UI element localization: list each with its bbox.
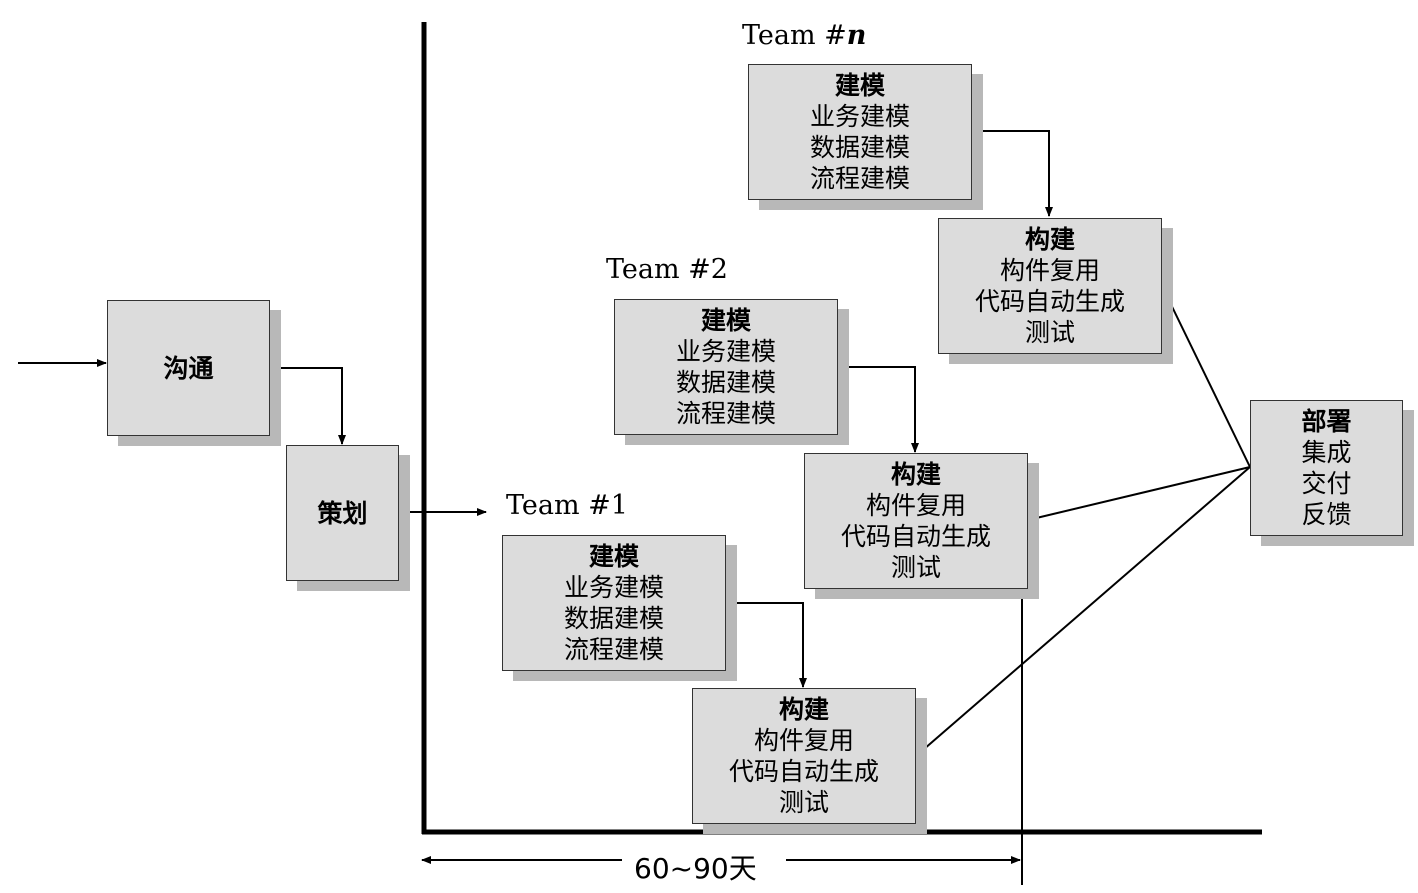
model-line: 流程建模 [809,164,910,193]
model-line: 流程建模 [675,399,776,428]
model-line: 流程建模 [563,635,664,664]
team1-build-box: 构建 构件复用 代码自动生成 测试 [692,688,916,824]
build-line: 代码自动生成 [728,757,879,786]
model-line: 业务建模 [675,337,776,366]
build-line: 构件复用 [753,726,854,755]
teamn-label: Team #n [742,20,866,51]
teamn-build-box: 构建 构件复用 代码自动生成 测试 [938,218,1162,354]
team2-to-deploy-line [1027,466,1251,521]
teamn-model-box: 建模 业务建模 数据建模 流程建模 [748,64,972,200]
model-line: 业务建模 [809,102,910,131]
team2-model-to-build-arrow [838,366,919,453]
communication-label: 沟通 [163,353,214,383]
team1-label: Team #1 [506,490,628,521]
planning-box: 策划 [286,445,399,581]
build-line: 代码自动生成 [974,287,1125,316]
teamn-label-suffix: n [846,20,867,51]
team1-model-box: 建模 业务建模 数据建模 流程建模 [502,535,726,671]
team2-model-box: 建模 业务建模 数据建模 流程建模 [614,299,838,435]
deploy-title: 部署 [1301,407,1352,436]
team1-model-to-build-arrow [726,602,807,688]
build-title: 构建 [1024,225,1075,254]
model-line: 数据建模 [675,368,776,397]
build-line: 代码自动生成 [840,522,991,551]
teamn-model-to-build-arrow [972,130,1053,217]
planning-label: 策划 [317,498,368,528]
build-line: 构件复用 [999,256,1100,285]
model-title: 建模 [700,306,751,335]
communication-box: 沟通 [107,300,270,436]
build-title: 构建 [778,695,829,724]
team1-to-deploy-line [915,466,1251,757]
build-line: 测试 [778,788,829,817]
duration-label: 60~90天 [630,847,761,887]
team2-label: Team #2 [606,254,728,285]
build-line: 构件复用 [865,491,966,520]
deploy-line: 反馈 [1301,500,1352,529]
model-line: 数据建模 [563,604,664,633]
communication-to-planning-arrow [270,367,346,445]
model-line: 数据建模 [809,133,910,162]
deploy-box: 部署 集成 交付 反馈 [1250,400,1403,536]
model-title: 建模 [834,71,885,100]
teamn-label-prefix: Team # [742,20,847,51]
deploy-line: 集成 [1301,438,1352,467]
build-line: 测试 [1024,318,1075,347]
teamn-to-deploy-line [1161,285,1251,468]
build-line: 测试 [890,553,941,582]
model-line: 业务建模 [563,573,664,602]
build-title: 构建 [890,460,941,489]
model-title: 建模 [588,542,639,571]
deploy-line: 交付 [1301,469,1352,498]
team2-build-box: 构建 构件复用 代码自动生成 测试 [804,453,1028,589]
